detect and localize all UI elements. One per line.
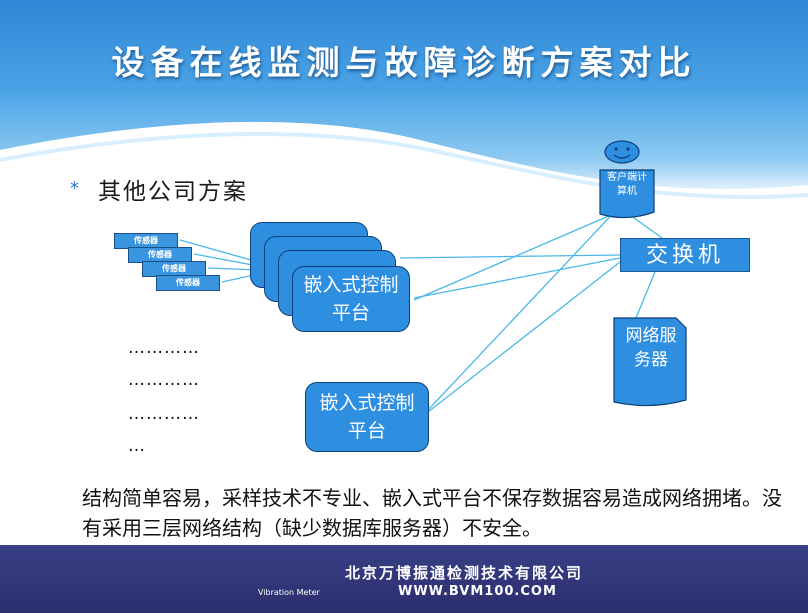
- description-text: 结构简单容易，采样技术不专业、嵌入式平台不保存数据容易造成网络拥堵。没有采用三层…: [82, 486, 782, 540]
- sensor-node-4: 传感器: [156, 275, 220, 291]
- switch-node: 交换机: [620, 238, 750, 272]
- network-server-label: 网络服务器: [625, 326, 677, 370]
- company-name: 北京万博振通检测技术有限公司: [345, 564, 584, 582]
- ellipsis-row: …: [128, 436, 146, 456]
- sensor-node-3: 传感器: [142, 261, 206, 277]
- network-server-shape: [613, 317, 687, 407]
- page-title: 设备在线监测与故障诊断方案对比: [111, 43, 697, 82]
- embedded-platform-node-2: 嵌入式控制平台: [305, 382, 429, 452]
- ellipsis-row: …………: [128, 370, 200, 390]
- ellipsis-row: …………: [128, 404, 200, 424]
- website-url: WWW.BVM100.COM: [398, 584, 557, 599]
- embedded-platform-node: 嵌入式控制平台: [292, 266, 410, 332]
- client-computer-shape: [599, 169, 655, 219]
- sensor-node-1: 传感器: [114, 233, 178, 249]
- brand-caption: Vibration Meter: [258, 588, 320, 597]
- section-subtitle: 其他公司方案: [98, 179, 248, 205]
- client-computer-label: 客户端计算机: [607, 172, 647, 197]
- smiley-icon: [604, 140, 640, 164]
- bullet-icon: *: [70, 178, 79, 199]
- footer-bar: [0, 545, 808, 613]
- ellipsis-row: …………: [128, 338, 200, 358]
